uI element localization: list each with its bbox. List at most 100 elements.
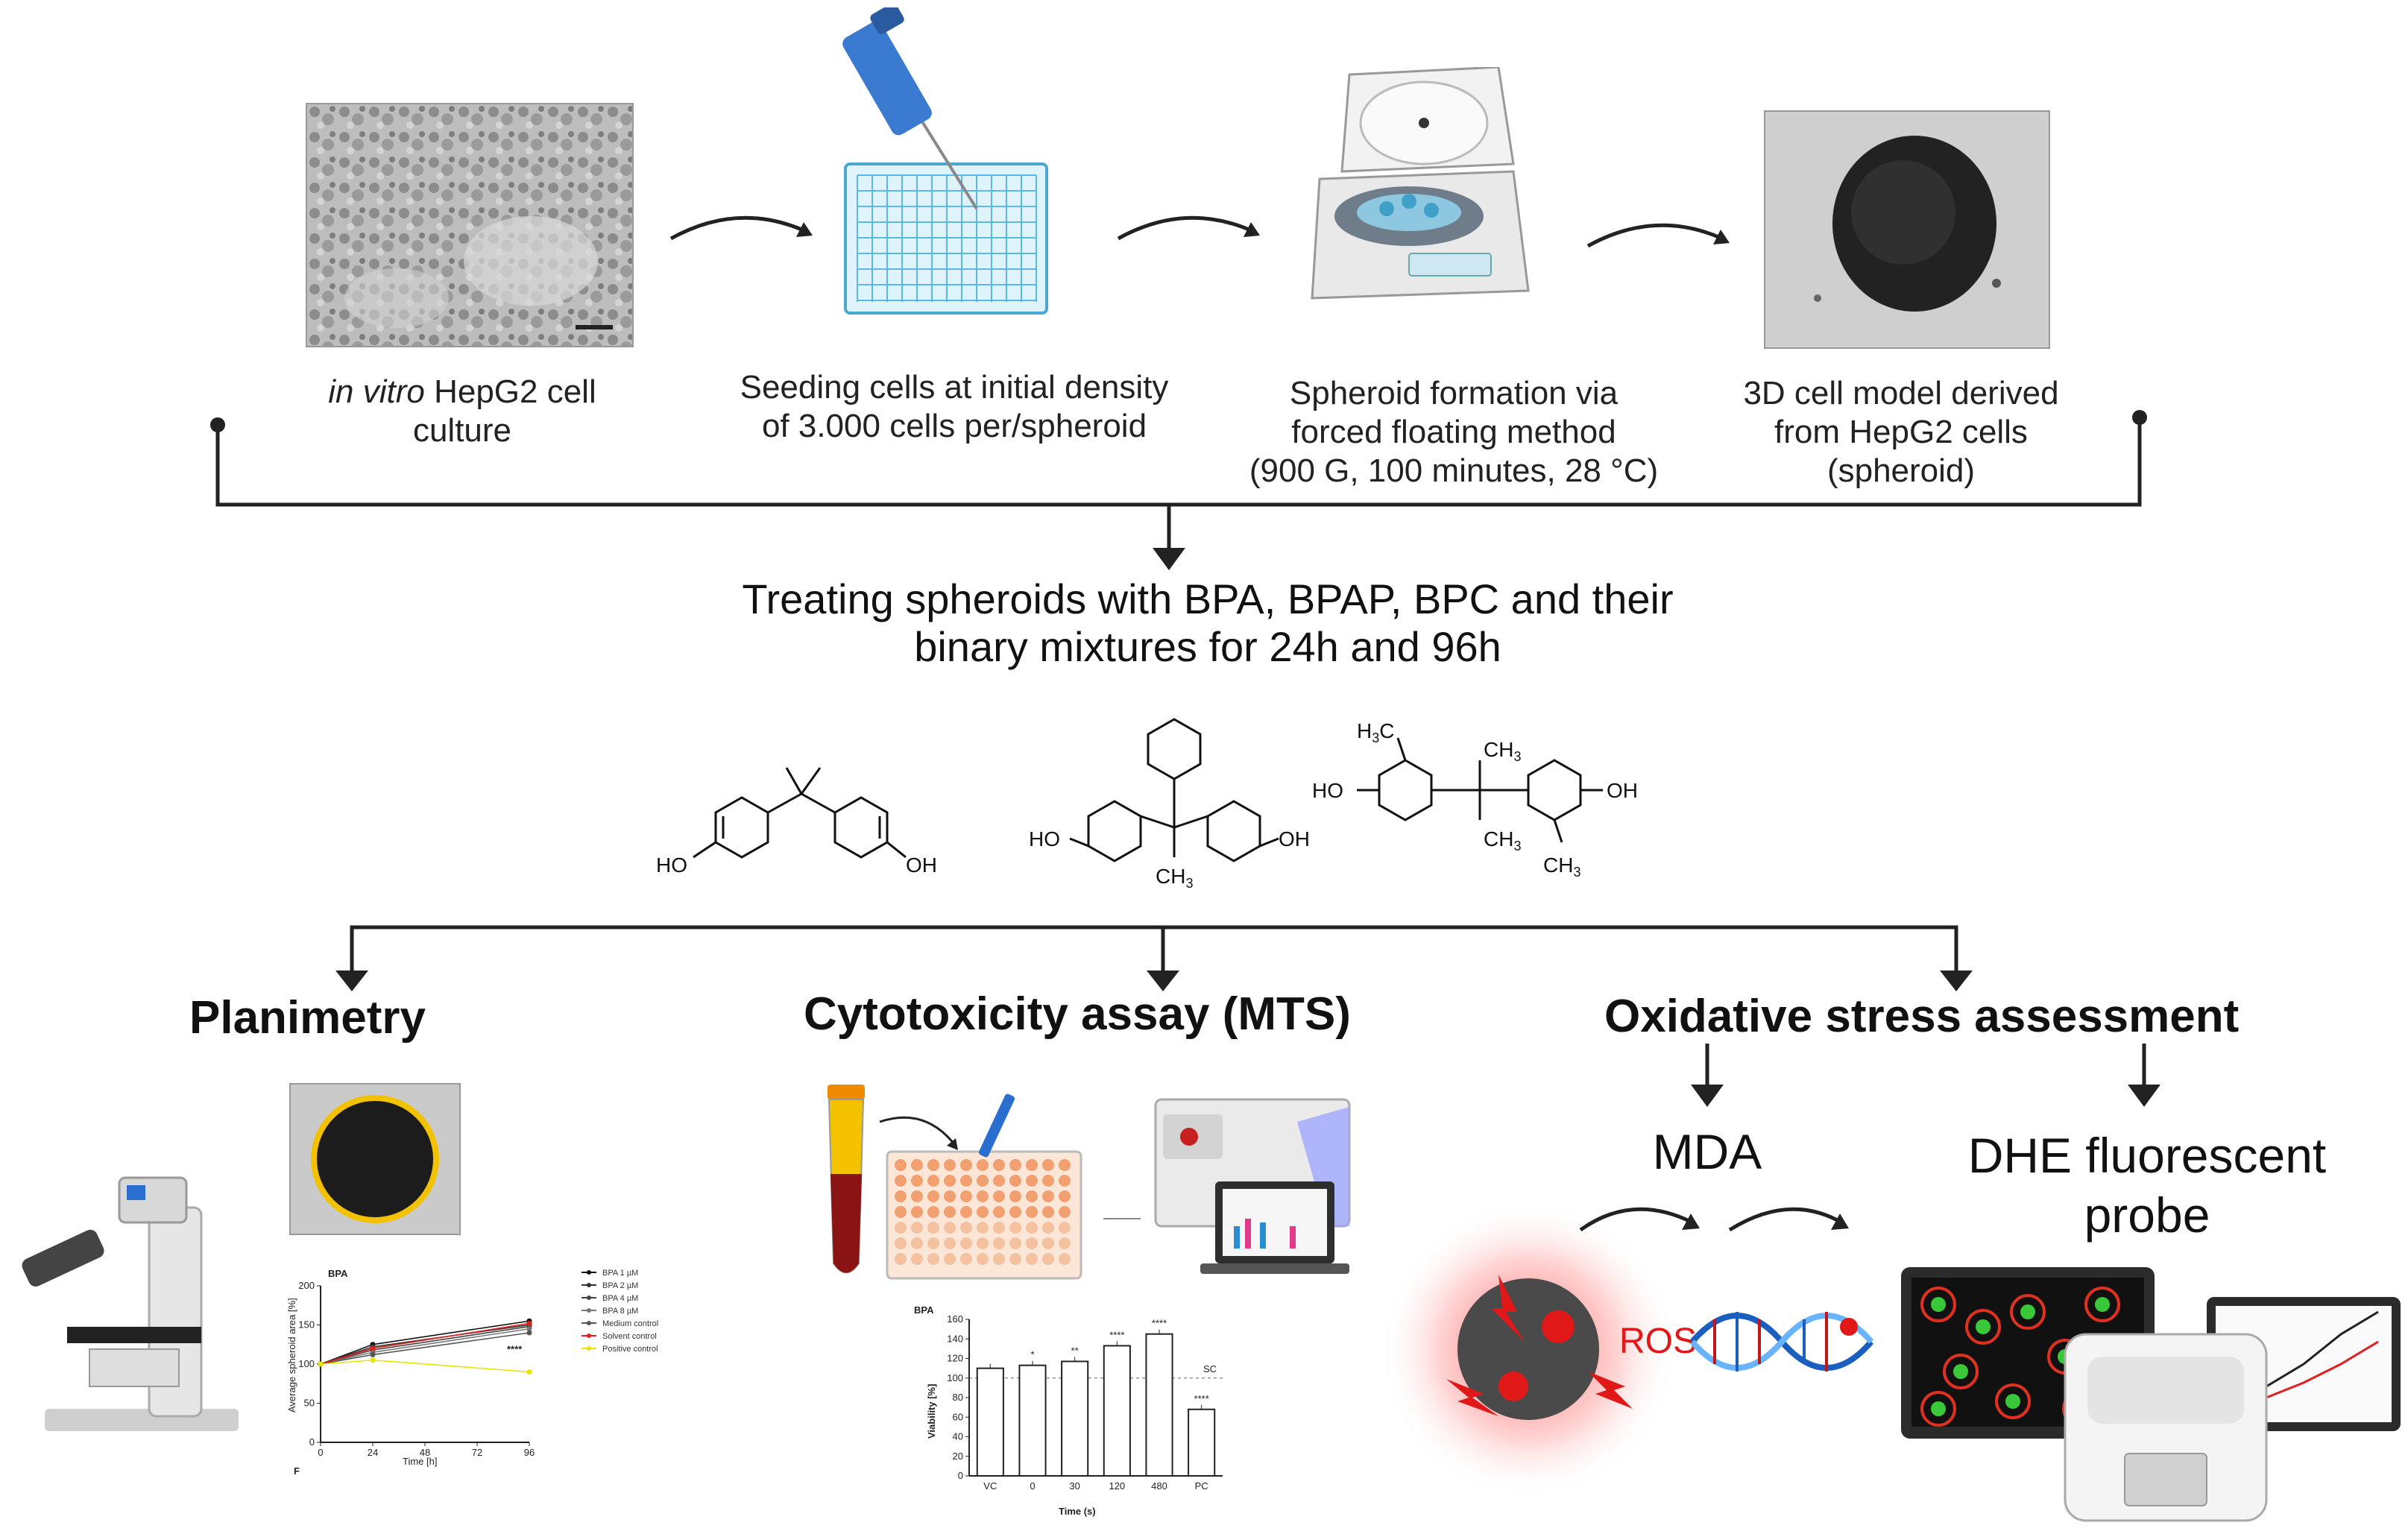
lightning-icon: [1491, 1275, 1525, 1342]
bar-chart-ytick-label: 80: [953, 1392, 963, 1403]
step3-line3: (900 G, 100 minutes, 28 °C): [1249, 452, 1659, 489]
line-chart-xlabel: Time [h]: [403, 1456, 437, 1467]
dhe-label: DHE fluorescent probe: [1909, 1126, 2386, 1245]
bar-chart-ytick-label: 140: [947, 1333, 963, 1344]
line-chart-ytick-label: 200: [298, 1280, 315, 1291]
hepg2-culture-micrograph: [306, 103, 634, 347]
step4-line1: 3D cell model derived: [1743, 375, 2059, 411]
line-chart-ylabel: Average spheroid area [%]: [286, 1298, 297, 1413]
step2-label: Seeding cells at initial density of 3.00…: [708, 368, 1200, 446]
line-chart-point: [526, 1326, 532, 1332]
dna-helix-icon: [1689, 1312, 1874, 1372]
line-chart-legend-marker: [587, 1283, 591, 1287]
pipette-icon: [842, 21, 932, 136]
bar-chart-ytick-label: 60: [953, 1411, 963, 1422]
line-chart-legend-label: BPA 4 µM: [602, 1294, 638, 1303]
spheroid-image: [1765, 112, 2049, 347]
treatment-line1: Treating spheroids with BPA, BPAP, BPC a…: [742, 575, 1674, 622]
chemical-structures: HO OH HO OH CH3 HO OH H3C CH3 CH3 CH3: [656, 718, 1638, 891]
line-chart-point: [370, 1357, 376, 1363]
line-chart-xtick-label: 0: [318, 1447, 323, 1458]
line-chart-legend-label: Solvent control: [602, 1332, 657, 1341]
line-chart-legend-marker: [587, 1270, 591, 1275]
planimetry-line-chart: BPA F Time [h] Average spheroid area [%]…: [286, 1268, 658, 1477]
bar-chart-category-label: 30: [1069, 1480, 1079, 1492]
line-chart-legend-marker: [587, 1346, 591, 1351]
bpc-ch3-ring: CH3: [1543, 853, 1580, 880]
bar-chart-significance: *: [1030, 1349, 1034, 1360]
bar-chart-significance: ****: [1109, 1329, 1124, 1340]
bpa-structure: [693, 767, 907, 859]
mda-label: MDA: [1652, 1124, 1762, 1179]
bar-chart-bar: [1018, 1364, 1047, 1477]
line-chart-point: [370, 1351, 376, 1357]
spheroid-outline-image: [291, 1085, 459, 1234]
line-chart-point: [526, 1369, 532, 1375]
bpc-h3c: H3C: [1357, 719, 1394, 745]
line-chart-xtick-label: 24: [368, 1447, 378, 1458]
dhe-line2: probe: [2084, 1187, 2210, 1243]
line-chart-point: [370, 1345, 376, 1351]
step1-label: in vitro HepG2 cell culture: [283, 373, 641, 450]
line-chart-annotation: ****: [507, 1343, 523, 1354]
bpc-ho: HO: [1312, 779, 1343, 802]
bar-chart-category-label: 0: [1030, 1480, 1035, 1492]
line-chart-legend-label: BPA 2 µM: [602, 1281, 638, 1290]
bar-chart-category-label: 480: [1151, 1480, 1167, 1492]
bpap-oh: OH: [1279, 827, 1310, 850]
line-chart-legend-marker: [587, 1321, 591, 1325]
bar-chart-category-label: 120: [1109, 1480, 1125, 1492]
well-plate-icon: [842, 3, 1048, 315]
step4-line2: from HepG2 cells: [1774, 414, 2028, 450]
step2-line1: Seeding cells at initial density: [740, 369, 1169, 405]
step1-italic: in vitro: [328, 373, 425, 410]
step4-line3: (spheroid): [1827, 452, 1976, 489]
line-chart-series-line: [320, 1332, 530, 1365]
microscope-screen-icon: [127, 1185, 145, 1200]
split-connector: [335, 925, 1973, 991]
bar-chart-bar: [1145, 1333, 1173, 1477]
bar-chart-bar: [1188, 1408, 1216, 1477]
bar-chart-bar: [976, 1367, 1004, 1477]
line-chart-point: [526, 1320, 532, 1326]
centrifuge-icon: [1311, 66, 1530, 300]
line-chart-legend-label: Positive control: [602, 1345, 658, 1354]
line-chart-legend-label: BPA 1 µM: [602, 1269, 638, 1278]
line-chart-series-line: [320, 1359, 530, 1373]
line-chart-ytick-label: 150: [298, 1319, 315, 1331]
bar-chart-ytick-label: 160: [947, 1313, 963, 1325]
bar-chart-ytick-label: 120: [947, 1353, 963, 1364]
step3-line2: forced floating method: [1291, 414, 1616, 450]
bar-chart-ytick-label: 20: [953, 1451, 963, 1462]
arrow-1-icon: [669, 215, 813, 241]
dhe-line1: DHE fluorescent: [1967, 1128, 2327, 1183]
bpap-ho: HO: [1029, 827, 1060, 850]
bpap-structure: [1069, 718, 1279, 862]
line-chart-panel-letter: F: [294, 1465, 300, 1477]
bar-chart-ytick-label: 0: [958, 1470, 963, 1481]
line-chart-legend-label: BPA 8 µM: [602, 1307, 638, 1316]
bpc-structure: [1357, 737, 1603, 843]
micrograph-texture: [307, 104, 632, 346]
step3-label: Spheroid formation via forced floating m…: [1208, 374, 1700, 490]
treatment-text: Treating spheroids with BPA, BPAP, BPC a…: [596, 575, 1819, 671]
centrifuge-illustration: [1297, 66, 1536, 306]
line-chart-xtick-label: 96: [524, 1447, 535, 1458]
step3-line1: Spheroid formation via: [1289, 375, 1619, 411]
bpa-ho: HO: [656, 853, 687, 877]
line-chart-xtick-label: 48: [420, 1447, 430, 1458]
bpa-oh: OH: [906, 853, 937, 877]
bpap-ch3: CH3: [1156, 865, 1193, 891]
bar-chart-title: BPA: [914, 1304, 934, 1316]
bar-chart-xlabel: Time (s): [1059, 1506, 1096, 1517]
bar-chart-bar: [1103, 1345, 1131, 1477]
treatment-line2: binary mixtures for 24h and 96h: [914, 623, 1501, 670]
bar-chart-ylabel: Viability [%]: [926, 1384, 937, 1439]
bar-chart-category-label: VC: [983, 1480, 997, 1492]
bar-chart-significance: ****: [1152, 1318, 1167, 1329]
line-chart-legend-marker: [587, 1295, 591, 1300]
line-chart-ytick-label: 100: [298, 1358, 315, 1369]
line-chart-point: [526, 1330, 532, 1336]
oxidative-sub-arrows: [1691, 1044, 2160, 1107]
bpc-ch3-top: CH3: [1484, 738, 1521, 764]
